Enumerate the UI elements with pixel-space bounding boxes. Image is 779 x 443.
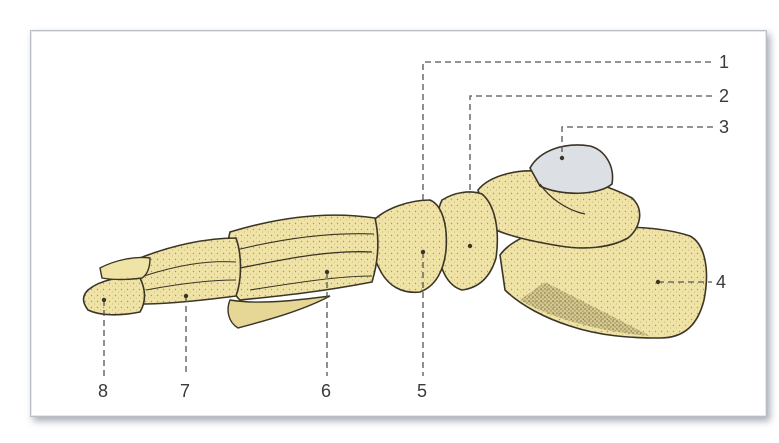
label-2: 2	[719, 86, 729, 106]
cuneiform-bones	[370, 200, 446, 292]
proximal-phalanges	[136, 238, 241, 304]
label-5: 5	[417, 381, 427, 401]
talus-bone	[478, 145, 640, 248]
label-4: 4	[716, 272, 726, 292]
metatarsal-bones	[227, 215, 378, 328]
distal-phalanges	[84, 257, 151, 314]
label-7: 7	[180, 381, 190, 401]
label-3: 3	[719, 117, 729, 137]
label-6: 6	[321, 381, 331, 401]
label-1: 1	[719, 52, 729, 72]
label-8: 8	[98, 381, 108, 401]
